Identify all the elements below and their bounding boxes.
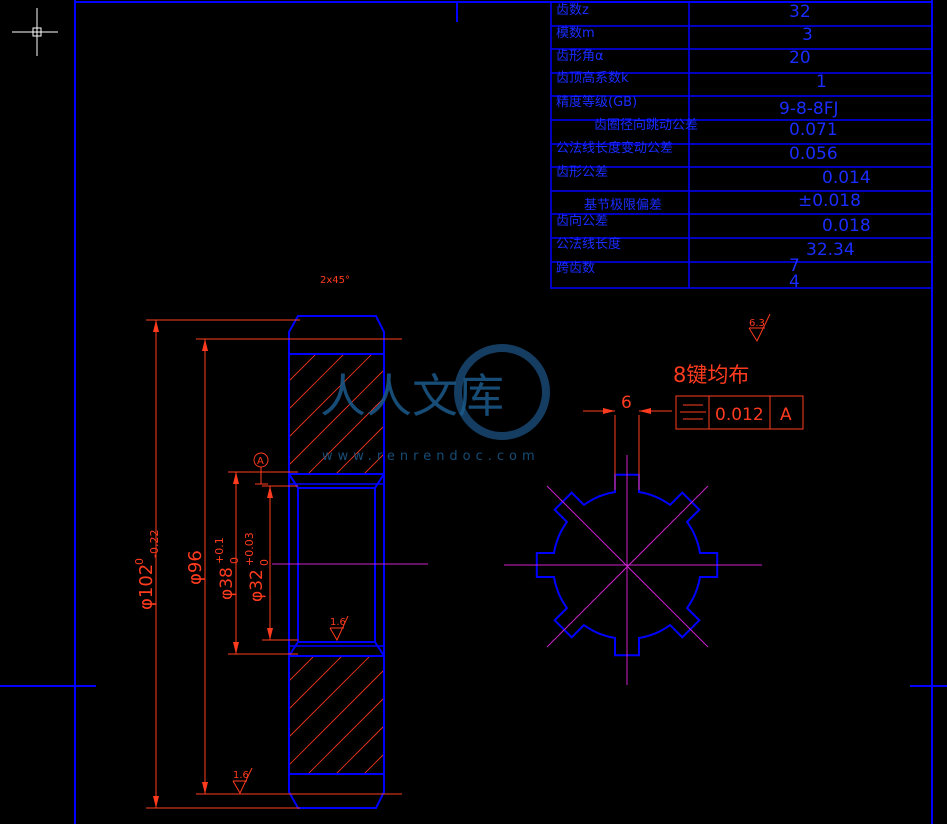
table-label: 模数m — [556, 26, 595, 41]
dim-spline-tol-upper: +0.03 — [243, 532, 256, 566]
watermark-text: 人人文库 — [320, 369, 504, 423]
table-value: 7 — [789, 256, 800, 276]
gear-parameter-table: 齿数z 模数m 齿形角α 齿顶高系数k 精度等级(GB) 齿圈径向跳动公差 公法… — [550, 1, 933, 292]
table-value: 32 — [789, 2, 811, 22]
table-value: 32.34 — [806, 240, 855, 260]
dim-key-width: 6 — [621, 393, 632, 413]
watermark: 人人文库 www.renrendoc.com — [320, 344, 550, 464]
table-label: 齿圈径向跳动公差 — [594, 117, 698, 133]
table-value: 1 — [816, 72, 827, 92]
dim-outer-tol-upper: 0 — [133, 558, 146, 565]
section-dimensions: 2x45° φ102 0 -0.22 φ96 φ38 +0. — [133, 275, 402, 809]
dim-outer-tol-lower: -0.22 — [148, 530, 161, 558]
table-value: 4 — [789, 272, 800, 292]
table-value: ±0.018 — [798, 191, 861, 211]
table-value: 9-8-8FJ — [779, 99, 839, 119]
table-value: 20 — [789, 48, 811, 68]
svg-text:6.3: 6.3 — [749, 318, 765, 329]
roughness-symbol-bore: 1.6 — [329, 615, 349, 642]
dim-outer-diameter: φ102 — [136, 564, 157, 610]
table-label: 精度等级(GB) — [556, 94, 637, 110]
key-count-note: 8键均布 — [673, 363, 749, 387]
spline-end-view: 6 — [504, 393, 762, 685]
dim-spline-tol-lower: 0 — [258, 559, 271, 566]
dim-bore-diameter: φ38 — [217, 567, 237, 600]
table-label: 跨齿数 — [556, 261, 595, 276]
table-label: 齿形公差 — [556, 165, 608, 180]
table-label: 齿顶高系数k — [556, 70, 629, 86]
chamfer-label: 2x45° — [320, 275, 350, 286]
table-value: 3 — [802, 25, 813, 45]
datum-label: A — [257, 456, 264, 467]
table-label: 齿向公差 — [556, 213, 608, 229]
datum-a-marker: A — [253, 452, 269, 485]
svg-text:1.6: 1.6 — [233, 770, 249, 781]
table-label: 公法线长度 — [556, 236, 621, 252]
table-value: 0.014 — [822, 168, 871, 188]
dim-bore-tol-lower: 0 — [228, 557, 241, 564]
table-label: 公法线长度变动公差 — [556, 140, 673, 156]
watermark-url: www.renrendoc.com — [322, 449, 540, 464]
dim-spline-diameter: φ32 — [247, 569, 267, 602]
gear-section-view — [272, 315, 428, 809]
table-label: 齿数z — [556, 3, 589, 18]
table-value: 0.071 — [789, 120, 838, 140]
table-label: 基节极限偏差 — [584, 198, 662, 213]
svg-text:1.6: 1.6 — [330, 617, 346, 628]
roughness-symbol-general: 6.3 — [748, 313, 771, 343]
tolerance-value: 0.012 — [715, 405, 764, 425]
symmetry-icon — [680, 404, 706, 420]
dim-bore-tol-upper: +0.1 — [213, 537, 226, 564]
crosshair-cursor-icon — [12, 8, 58, 56]
roughness-symbol-face: 1.6 — [232, 767, 253, 795]
table-value: 0.056 — [789, 144, 838, 164]
table-value: 0.018 — [822, 216, 871, 236]
table-label: 齿形角α — [556, 49, 604, 64]
geometric-tolerance-frame: 0.012 A — [675, 395, 804, 430]
tolerance-datum: A — [780, 405, 792, 425]
dim-root-diameter: φ96 — [185, 550, 206, 585]
